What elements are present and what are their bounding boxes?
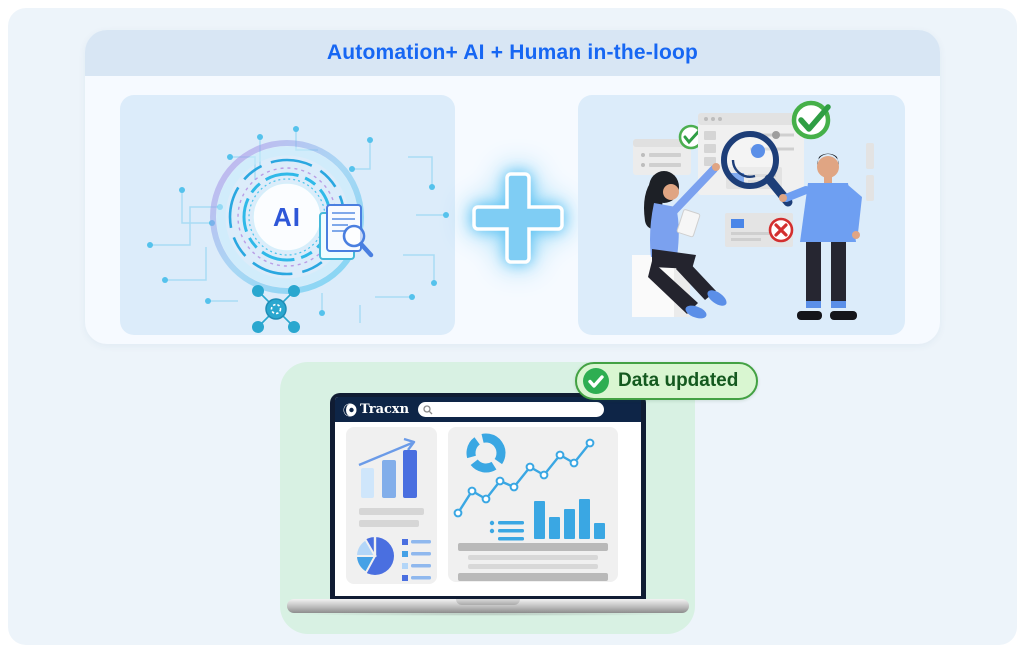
laptop-base	[287, 599, 689, 616]
human-review-illustration	[632, 100, 874, 320]
browser-window	[698, 113, 804, 195]
badge-label: Data updated	[618, 370, 739, 391]
check-icon	[583, 368, 609, 394]
document-search-icon	[319, 204, 374, 260]
brand-name: Tracxn	[360, 402, 410, 417]
dashboard-body	[335, 422, 641, 596]
donut-chart-icon	[466, 433, 506, 473]
list-icon	[489, 520, 524, 541]
data-updated-badge: Data updated	[575, 362, 759, 400]
pie-legend	[402, 539, 431, 581]
automation-card: Automation+ AI + Human in-the-loop	[85, 30, 940, 344]
laptop-screen: Tracxn	[335, 397, 641, 596]
network-nodes-icon	[252, 285, 300, 333]
pie-chart-icon	[354, 537, 394, 575]
magnifier-icon	[721, 131, 793, 207]
dashboard-card-right	[448, 427, 618, 582]
page-background: Automation+ AI + Human in-the-loop	[8, 8, 1017, 645]
human-review-panel	[578, 95, 905, 335]
tracxn-logo: Tracxn	[343, 402, 409, 417]
page-title: Automation+ AI + Human in-the-loop	[326, 41, 699, 64]
search-icon	[423, 404, 433, 414]
approved-card-check-icon	[633, 124, 704, 175]
ai-illustration: AI	[147, 126, 449, 333]
search-bar	[418, 402, 605, 417]
bar-chart-icon	[361, 450, 417, 498]
reviewer-man	[779, 153, 862, 320]
growth-arrow-icon	[358, 437, 416, 467]
dashboard-navbar: Tracxn	[335, 397, 641, 422]
reviewer-woman	[632, 163, 727, 319]
dashboard-card-left	[346, 427, 437, 584]
tracxn-logo-icon	[343, 403, 357, 416]
bar-chart-icon-2	[534, 499, 605, 539]
ai-illustration-panel: AI	[120, 95, 455, 335]
line-chart-icon	[453, 438, 595, 518]
ai-label: AI	[273, 202, 301, 232]
text-placeholder-lines	[359, 508, 424, 527]
text-placeholder-lines-2	[458, 543, 608, 581]
rejected-card-cross-icon	[725, 213, 794, 247]
side-list-lines	[866, 143, 874, 201]
plus-icon	[466, 166, 570, 270]
laptop: Tracxn	[330, 393, 646, 600]
header-banner: Automation+ AI + Human in-the-loop	[85, 30, 940, 76]
big-check-icon	[791, 100, 831, 140]
